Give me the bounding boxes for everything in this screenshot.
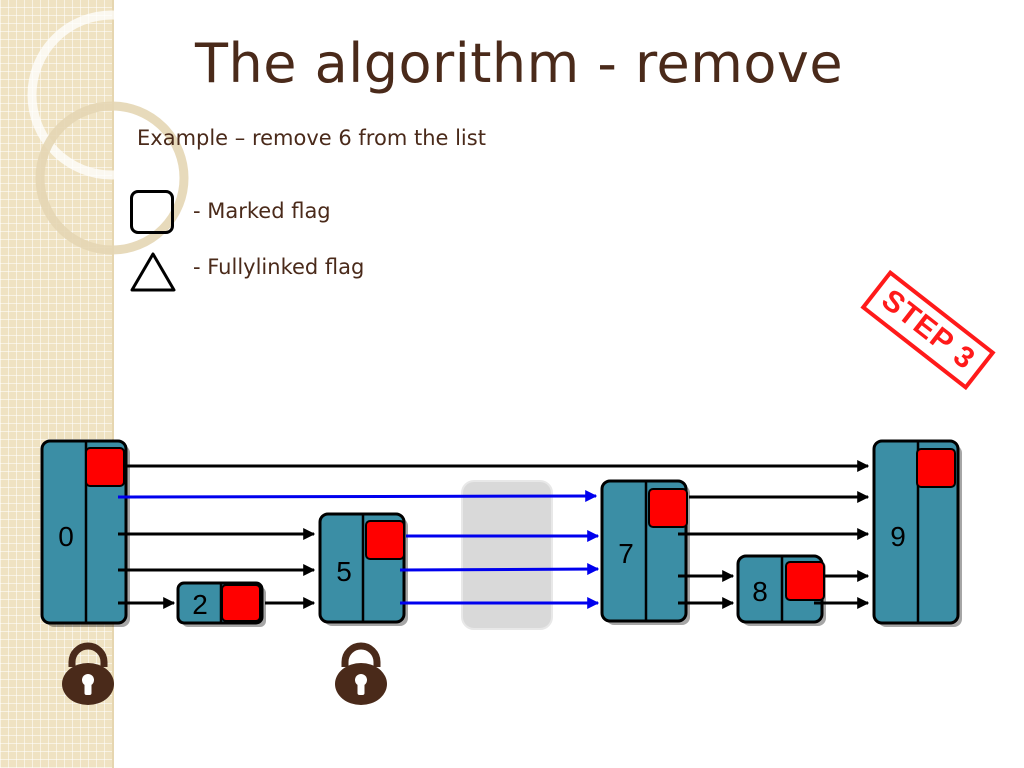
removed-node [461, 480, 553, 630]
marked-flag [916, 448, 956, 488]
list-node: 8 [736, 554, 826, 626]
node-key: 0 [58, 521, 74, 552]
side-panel-edge [112, 0, 114, 768]
legend-marked-label: - Marked flag [193, 199, 331, 223]
marked-flag [365, 520, 405, 560]
node-key: 9 [890, 521, 906, 552]
lock-icon [335, 642, 387, 705]
list-node: 9 [872, 439, 962, 627]
marked-flag [221, 584, 261, 622]
list-node: 5 [318, 512, 408, 626]
marked-flag [648, 488, 688, 528]
slide-title: The algorithm - remove [195, 32, 844, 95]
slide-subtitle: Example – remove 6 from the list [137, 126, 486, 150]
node-key: 2 [192, 589, 208, 620]
marked-flag [85, 447, 125, 487]
list-node: 2 [176, 581, 266, 627]
decorative-rings [27, 10, 197, 255]
lock-icon [62, 642, 114, 705]
node-key: 5 [336, 556, 352, 587]
list-node: 7 [600, 479, 690, 625]
node-key: 8 [752, 576, 768, 607]
list-node: 0 [40, 439, 130, 627]
marked-flag-icon [130, 190, 174, 234]
fullylinked-flag-icon [130, 252, 176, 292]
legend-fullylinked-label: - Fullylinked flag [193, 255, 365, 279]
link-arrow-redirected [117, 490, 598, 503]
node-key: 7 [618, 538, 634, 569]
next-links [117, 460, 870, 609]
link-arrow-redirected [399, 563, 600, 576]
marked-flag [785, 561, 825, 601]
